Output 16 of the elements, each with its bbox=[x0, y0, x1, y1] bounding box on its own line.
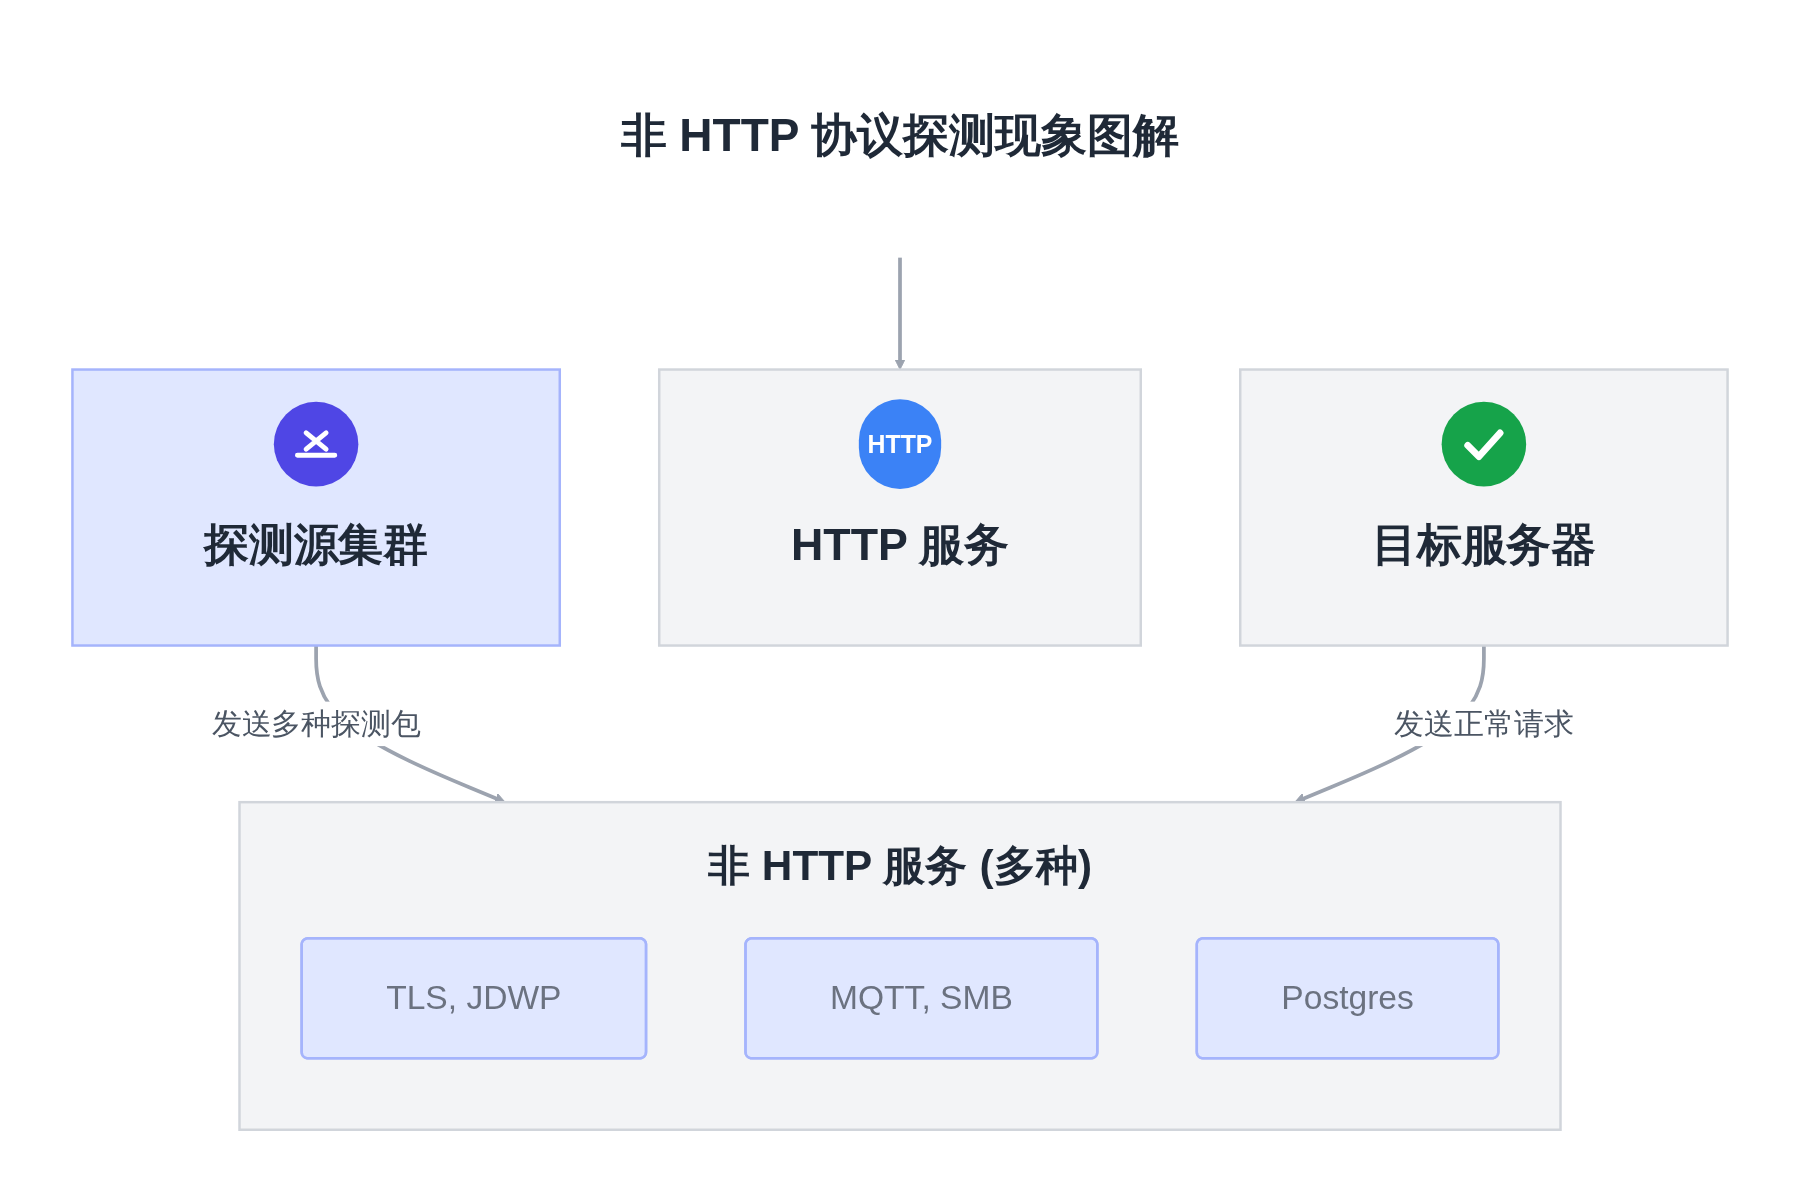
node-label: MQTT, SMB bbox=[830, 978, 1013, 1019]
diagram-title: 非 HTTP 协议探测现象图解 bbox=[620, 108, 1180, 163]
process-box bbox=[300, 937, 648, 1060]
process-box bbox=[744, 937, 1099, 1060]
node-label: HTTP 服务 bbox=[791, 517, 1009, 572]
edge-label: 发送正常请求 bbox=[1394, 701, 1574, 747]
process-box bbox=[658, 368, 1142, 647]
process-box bbox=[1239, 368, 1729, 647]
edge-label: 发送多种探测包 bbox=[211, 701, 421, 747]
process-box bbox=[71, 368, 561, 647]
group-title: 非 HTTP 服务 (多种) bbox=[707, 840, 1093, 892]
node-label: TLS, JDWP bbox=[386, 978, 562, 1019]
node-label: 探测源集群 bbox=[204, 517, 428, 572]
node-label: 目标服务器 bbox=[1372, 517, 1596, 572]
process-box bbox=[1195, 937, 1500, 1060]
node-label: Postgres bbox=[1281, 978, 1414, 1019]
